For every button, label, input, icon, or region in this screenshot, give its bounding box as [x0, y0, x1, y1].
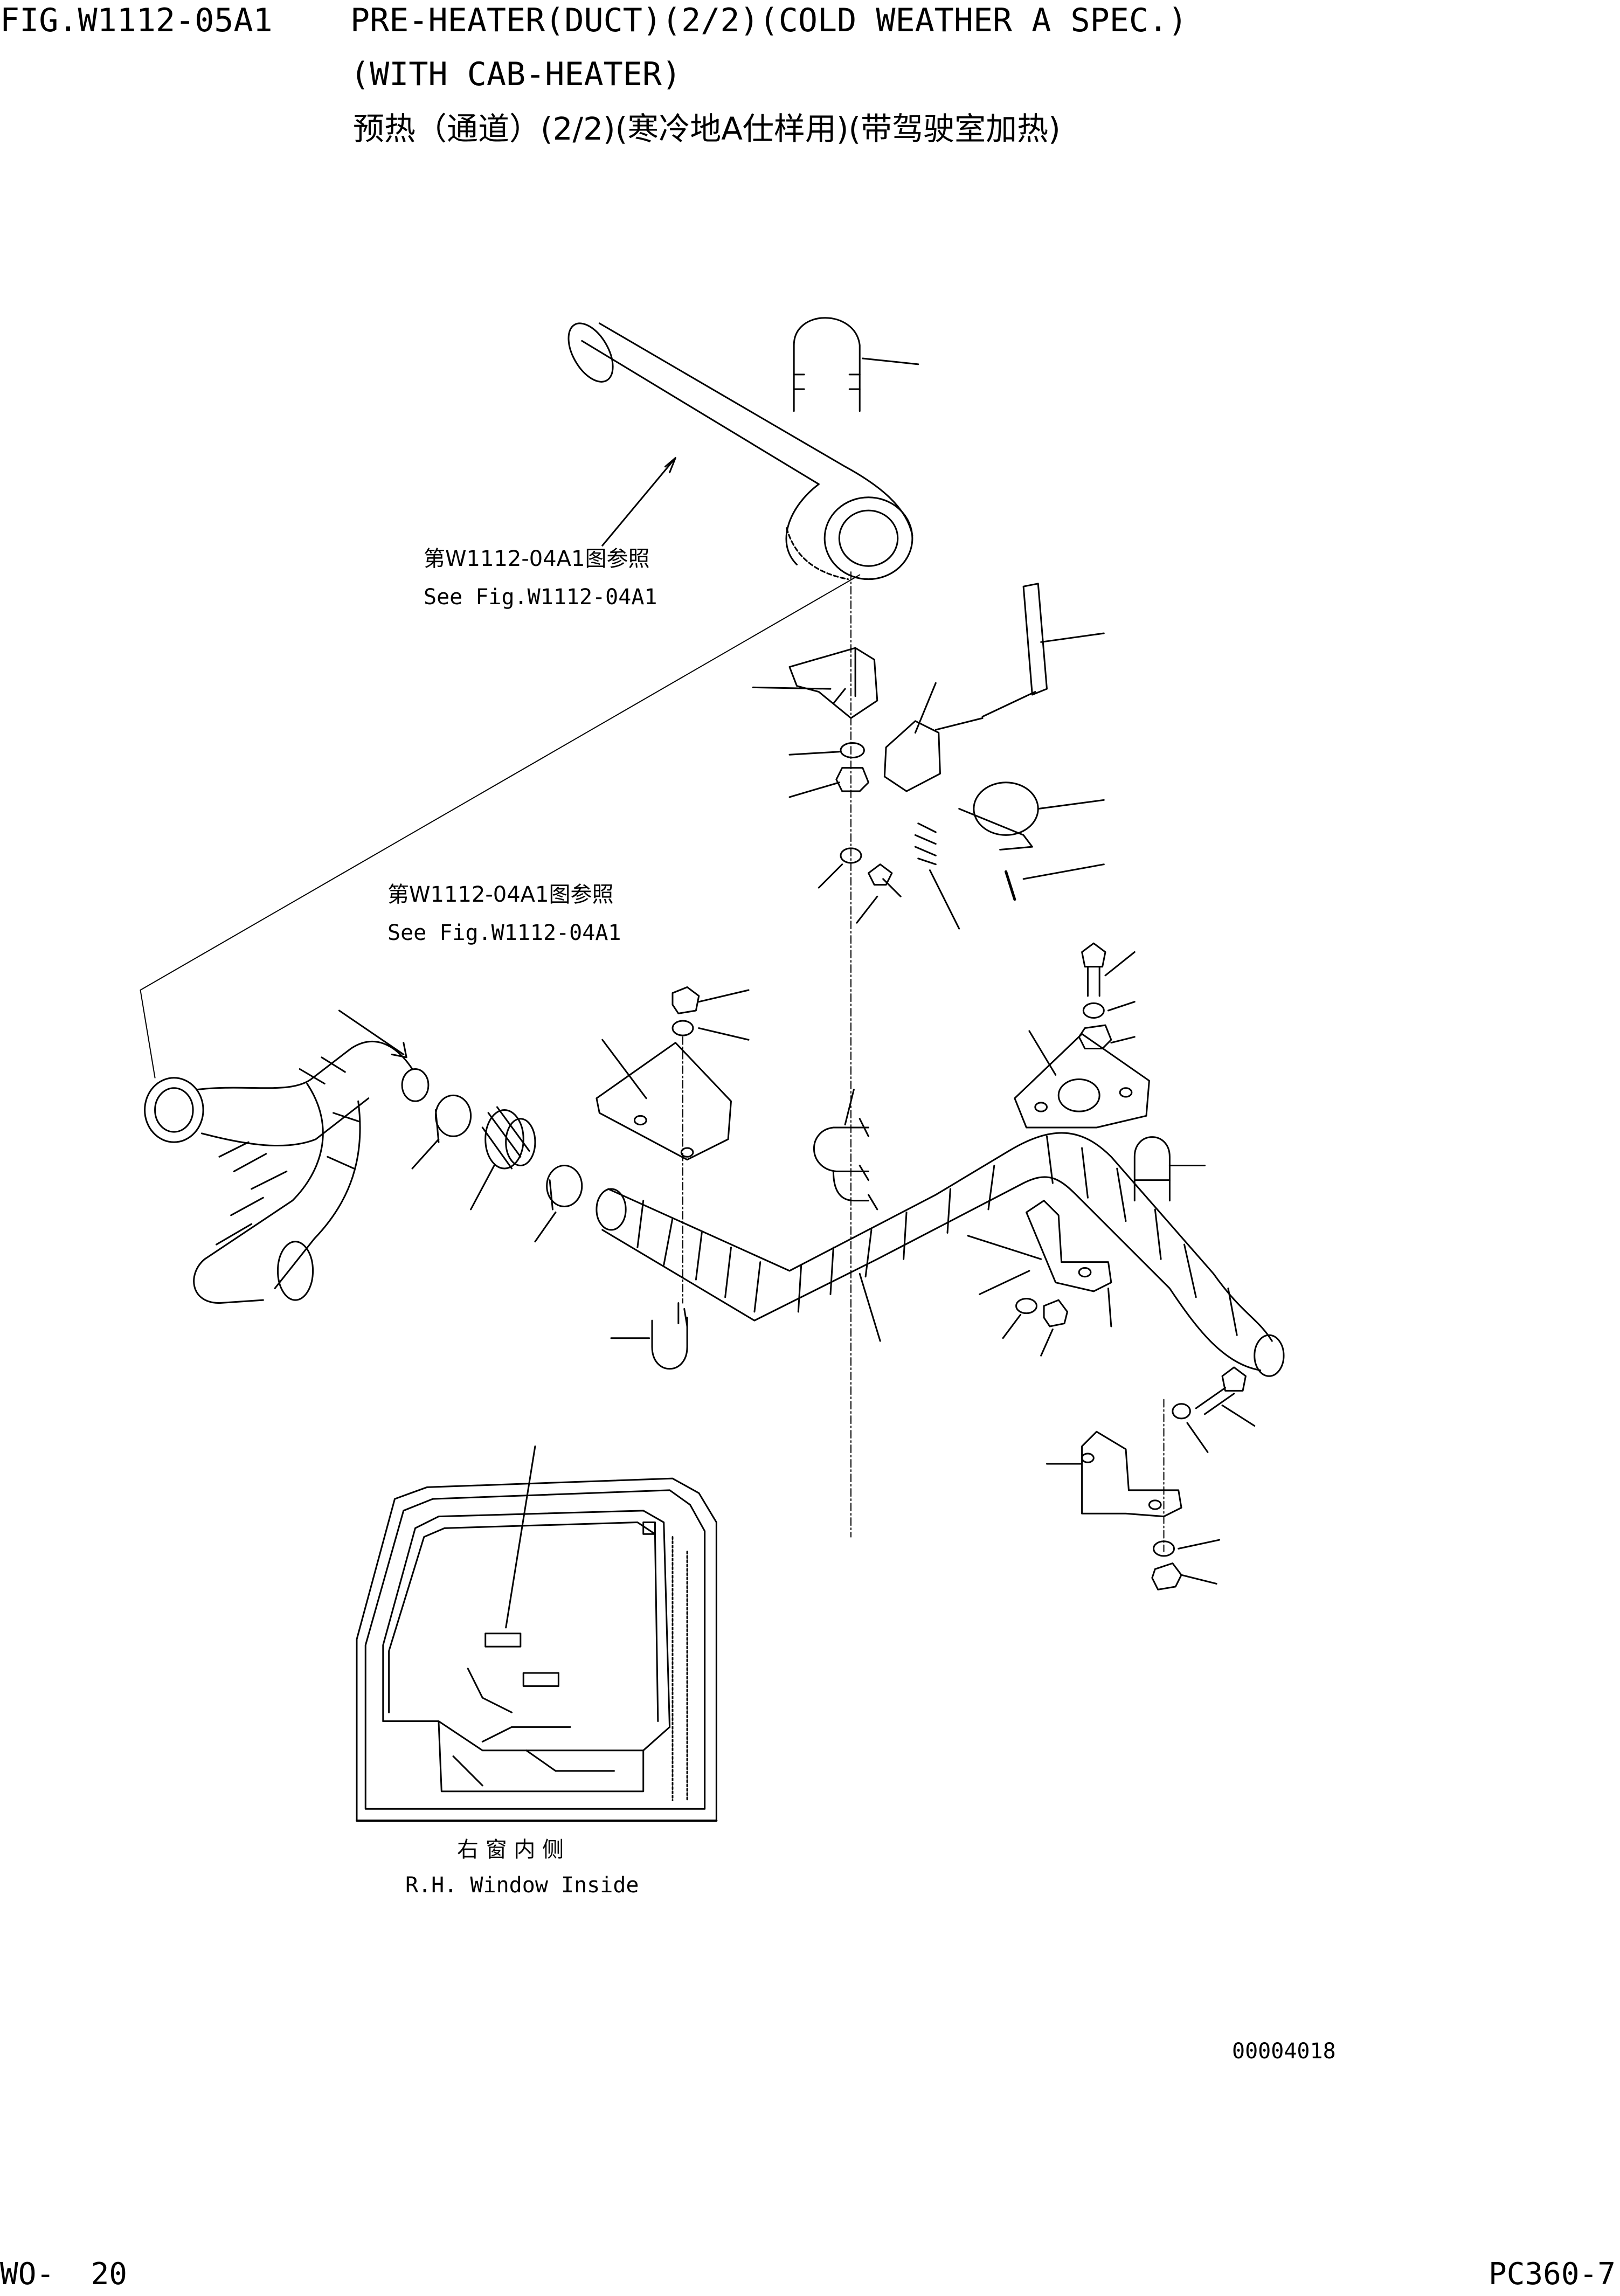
arrow-lower-duct	[339, 1011, 406, 1057]
leader-line	[1029, 1031, 1056, 1075]
washer	[1173, 1404, 1190, 1419]
leader-line	[603, 1040, 646, 1098]
u-bolt	[814, 1119, 877, 1209]
leader-line	[1105, 952, 1134, 975]
figure-title-chinese: 预热（通道）(2/2)(寒冷地A仕样用)(带驾驶室加热)	[353, 110, 1061, 147]
u-bolt	[1134, 1137, 1169, 1201]
leader-line	[1222, 1405, 1255, 1426]
leader-line	[1038, 800, 1104, 808]
leader-line	[535, 1212, 556, 1241]
leader-line	[1041, 1329, 1053, 1356]
spring	[915, 824, 936, 865]
bolt	[1196, 1367, 1245, 1414]
leader-line	[471, 1166, 494, 1209]
leader-line	[857, 896, 877, 923]
washer	[841, 848, 861, 863]
leader-line	[412, 1139, 439, 1168]
hose-clamp	[435, 1095, 470, 1142]
leader-line	[930, 870, 959, 929]
leader-line	[1187, 1423, 1208, 1452]
leader-line	[860, 1274, 880, 1341]
page-number: WO- 20	[0, 2257, 128, 2292]
nut	[673, 987, 699, 1014]
figure-subtitle: (WITH CAB-HEATER)	[350, 56, 682, 93]
model-number: PC360-7	[1489, 2257, 1616, 2292]
figure-number: FIG.W1112-05A1	[0, 2, 273, 39]
leader-line	[968, 1236, 1041, 1295]
arrow-upper-duct	[603, 458, 676, 545]
washer	[1016, 1298, 1037, 1313]
pin	[1006, 872, 1015, 900]
damper-bracket	[790, 648, 877, 718]
leader-line	[1108, 1288, 1111, 1326]
leader-line	[699, 1028, 749, 1040]
u-bolt	[652, 1303, 687, 1369]
leader-line	[699, 990, 749, 1002]
reference-label-cn: 第W1112-04A1图参照	[424, 547, 650, 571]
lower-flex-duct	[145, 1041, 428, 1303]
u-bolt-top	[794, 318, 860, 411]
nut	[1152, 1563, 1181, 1589]
angle-bracket	[1082, 1431, 1181, 1516]
hose-connector	[482, 1107, 535, 1168]
reference-label-en: See Fig.W1112-04A1	[424, 585, 657, 610]
leader-line	[1181, 1575, 1216, 1583]
reference-label-cn: 第W1112-04A1图参照	[387, 882, 614, 907]
figure-title: PRE-HEATER(DUCT)(2/2)(COLD WEATHER A SPE…	[350, 2, 1188, 39]
leader-line	[1023, 865, 1104, 879]
reference-label-en: See Fig.W1112-04A1	[387, 921, 621, 945]
nut	[836, 768, 869, 791]
lever-plate	[982, 584, 1047, 717]
washer	[1083, 1003, 1104, 1018]
connection-line	[140, 575, 860, 1078]
cab-window-view	[357, 1478, 716, 1821]
upper-duct-pipe	[559, 316, 912, 579]
leader-line	[753, 687, 830, 689]
gasket-plate	[1015, 1034, 1150, 1128]
leader-line	[845, 1089, 854, 1124]
leader-line	[506, 1446, 535, 1627]
hose-clamp	[547, 1166, 582, 1209]
mid-bracket	[1027, 1201, 1111, 1291]
drawing-number: 00004018	[1232, 2039, 1336, 2064]
leader-line	[790, 783, 839, 797]
leader-line	[1041, 633, 1104, 642]
washer	[673, 1021, 693, 1035]
leader-line	[790, 752, 839, 755]
main-duct-pipe	[597, 1133, 1284, 1376]
leader-line	[863, 358, 918, 364]
leader-line	[1111, 1037, 1134, 1043]
leader-line	[819, 865, 842, 888]
washer	[841, 743, 864, 758]
leader-line	[915, 683, 936, 732]
hinge-block	[884, 718, 982, 791]
leader-line	[1108, 1002, 1134, 1011]
bolt	[869, 865, 901, 897]
window-view-label-cn: 右 窗 内 侧	[457, 1837, 564, 1862]
nut	[1044, 1300, 1067, 1326]
washer	[1154, 1541, 1174, 1556]
nut	[1079, 1025, 1111, 1048]
window-view-label-en: R.H. Window Inside	[405, 1873, 639, 1898]
bolt	[1082, 943, 1105, 996]
damper-flap	[959, 783, 1039, 850]
leader-line	[1179, 1540, 1220, 1548]
duct-bracket	[597, 1043, 731, 1160]
leader-line	[1003, 1315, 1021, 1338]
